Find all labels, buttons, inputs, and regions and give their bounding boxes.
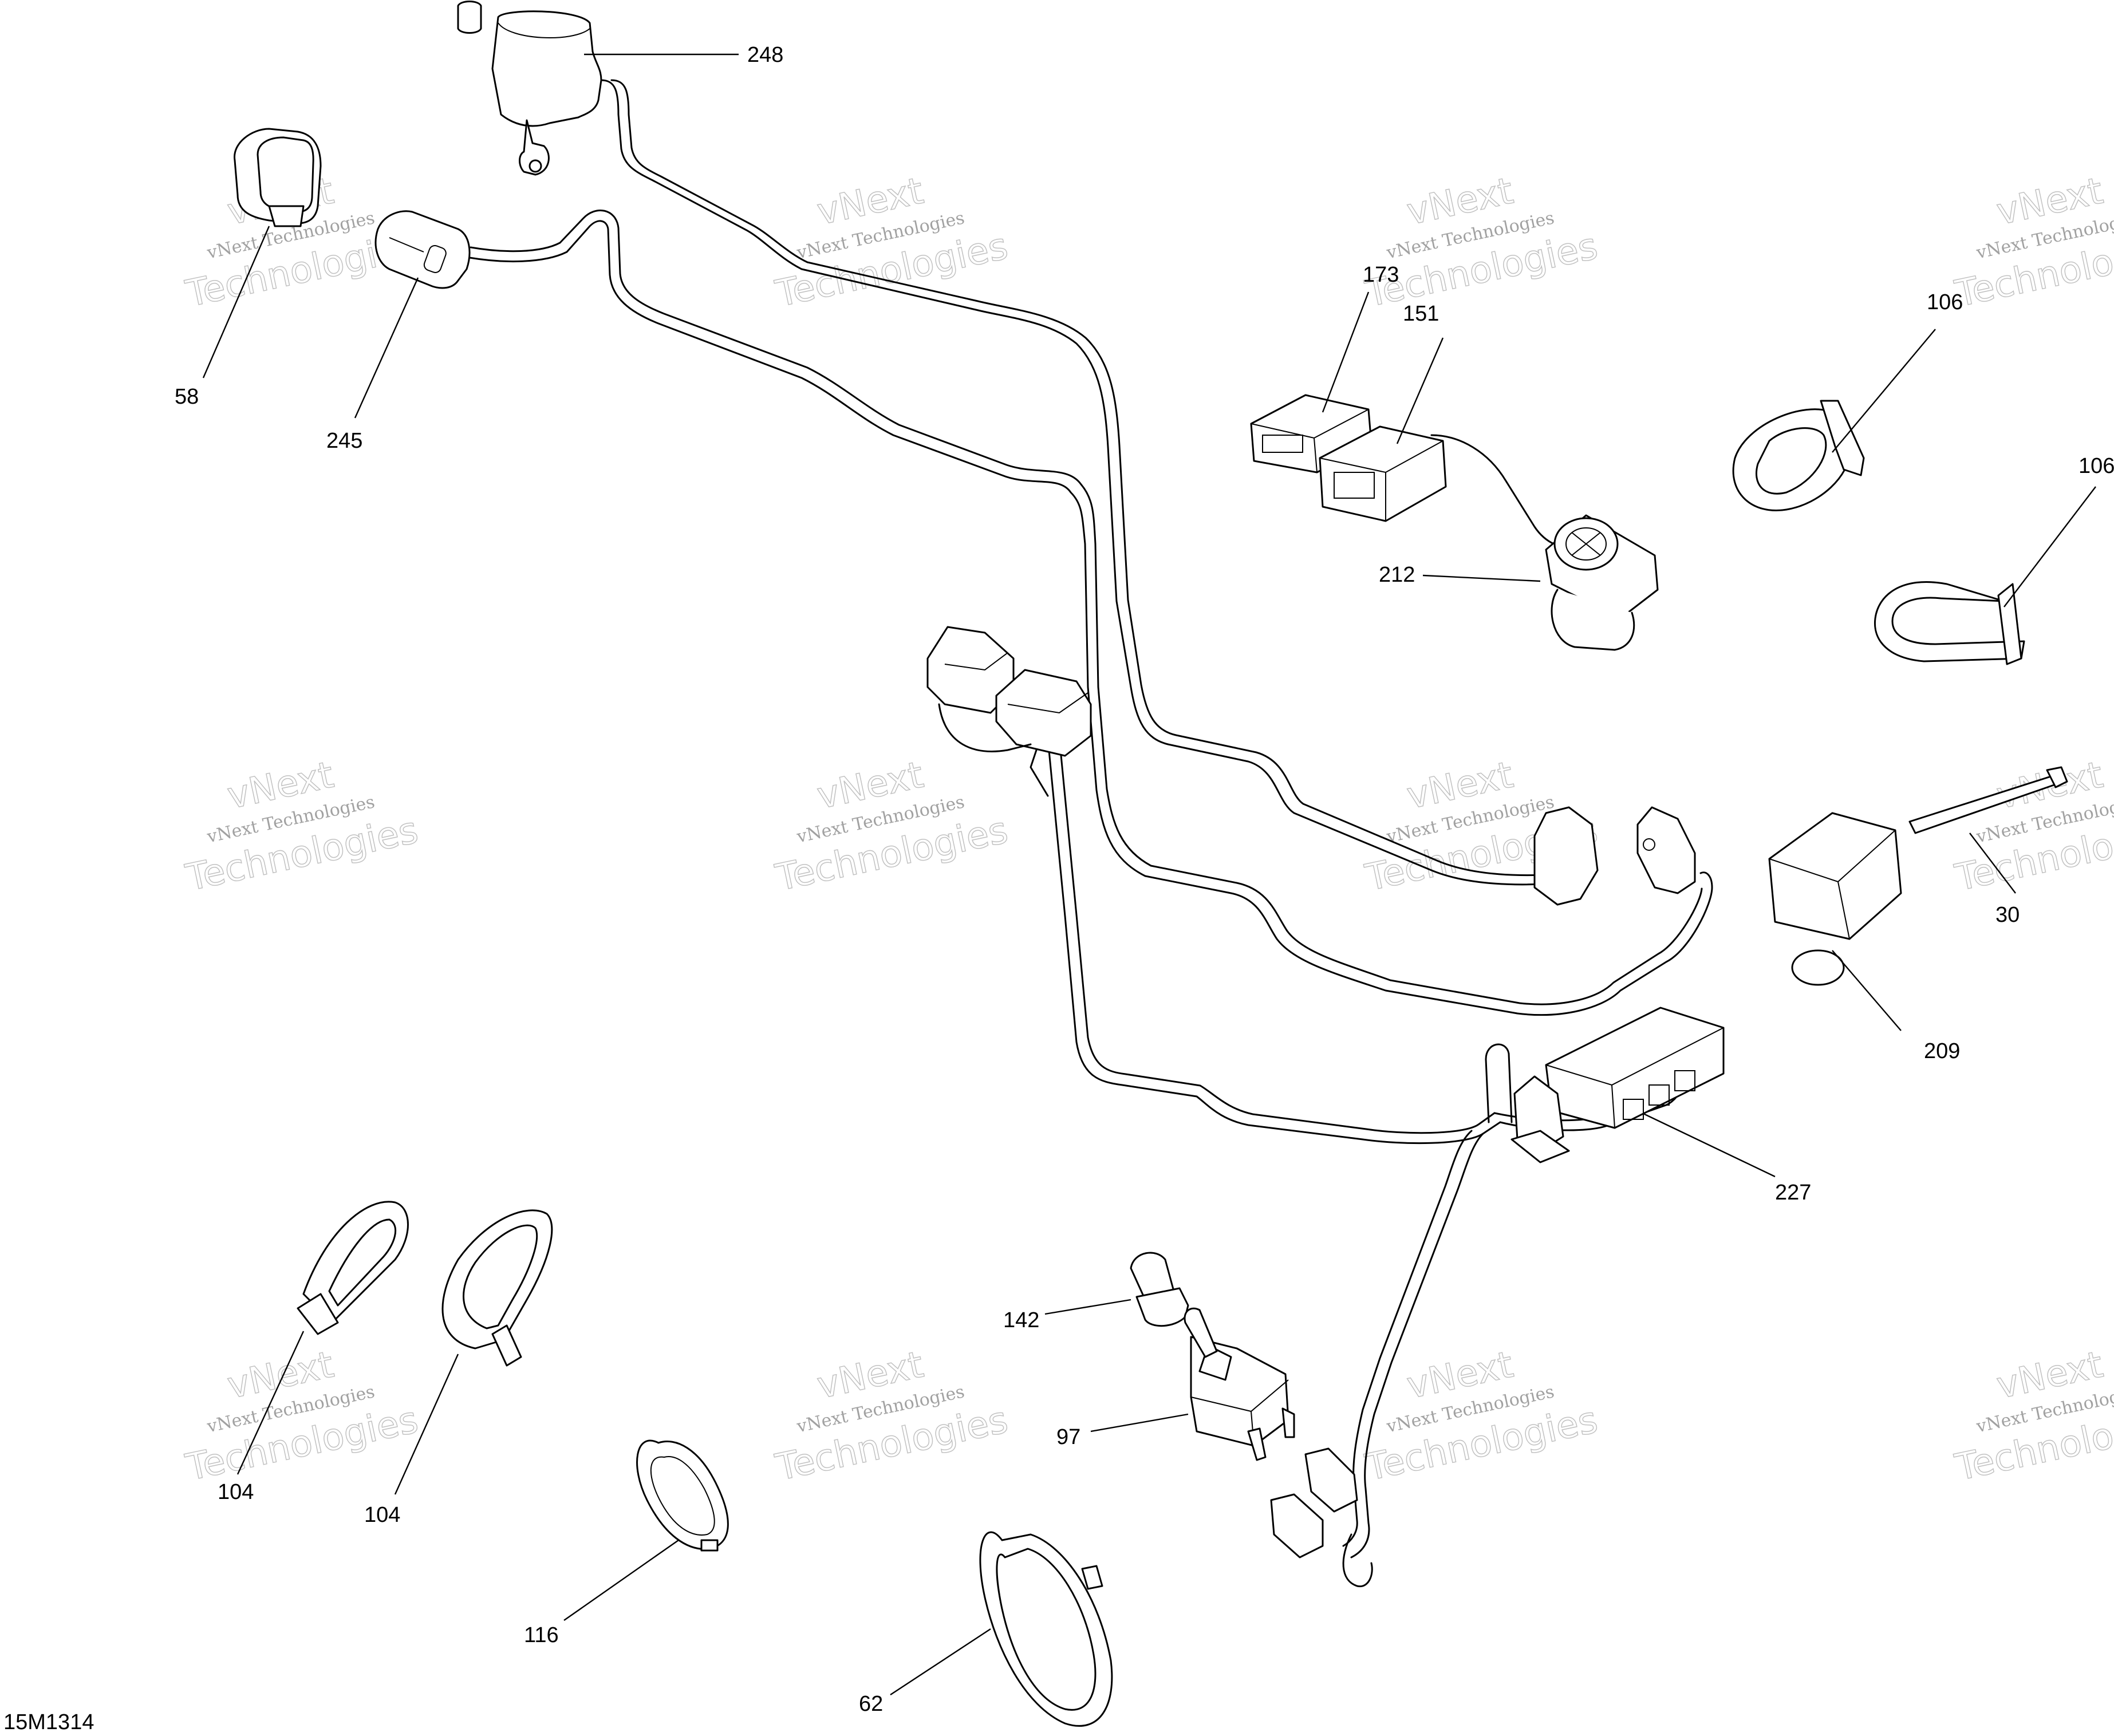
- watermark: vNext vNext Technologies Technologies: [1361, 169, 1602, 316]
- part-212-socket: [1545, 514, 1659, 651]
- indicator-lamp-icon: [1130, 1252, 1175, 1301]
- part-104-tie-a: [297, 1201, 409, 1335]
- callout-209: 209: [1924, 1039, 1960, 1063]
- connector-icon: [1636, 806, 1696, 894]
- watermark: vNext vNext Technologies Technologies: [1361, 1343, 1602, 1490]
- connector-right-pair: [1533, 806, 1696, 906]
- connector-icon: [1533, 806, 1599, 906]
- callout-58: 58: [175, 385, 199, 409]
- callout-62: 62: [859, 1692, 883, 1716]
- connector-icon: [1319, 425, 1447, 522]
- part-97-toggle: [1184, 1307, 1295, 1461]
- part-106-tie-b: [1874, 581, 2025, 665]
- watermark: vNext vNext Technologies Technologies: [771, 1343, 1012, 1490]
- watermark: vNext vNext Technologies Technologies: [1951, 169, 2114, 316]
- connector-under-module: [1510, 1075, 1570, 1163]
- start-button-icon: [374, 210, 471, 289]
- watermark: vNext vNext Technologies Technologies: [771, 169, 1012, 316]
- callout-245: 245: [326, 429, 362, 453]
- callout-104-a: 104: [218, 1480, 254, 1504]
- callout-106-a: 106: [1927, 290, 1963, 314]
- harness-wires: [468, 79, 1713, 1559]
- holder-icon: [1768, 812, 1902, 940]
- cable-tie-icon: [302, 1201, 409, 1324]
- part-209-holder: [1768, 812, 1902, 986]
- callout-116: 116: [524, 1623, 559, 1647]
- connector-pair: [926, 626, 1092, 797]
- callout-30: 30: [1995, 903, 2020, 927]
- part-106-tie-a: [1732, 400, 1865, 511]
- callout-248: 248: [747, 43, 783, 67]
- callout-106-b: 106: [2078, 454, 2114, 478]
- callout-97: 97: [1056, 1425, 1080, 1449]
- part-104-tie-b: [441, 1209, 553, 1367]
- watermark: vNext vNext Technologies Technologies: [182, 1343, 422, 1490]
- part-142-lamp: [1130, 1252, 1189, 1327]
- part-116-grommet: [636, 1439, 729, 1552]
- connector-icon: [995, 669, 1092, 757]
- control-module-icon: [1545, 1007, 1725, 1129]
- part-151-connector: [1319, 425, 1576, 549]
- callout-212: 212: [1379, 563, 1415, 587]
- callout-142: 142: [1003, 1308, 1039, 1332]
- watermark: vNext vNext Technologies Technologies: [1951, 1343, 2114, 1490]
- watermark: vNext vNext Technologies Technologies: [182, 753, 422, 900]
- callout-173: 173: [1363, 263, 1399, 287]
- cable-tie-icon: [979, 1531, 1113, 1727]
- part-62-tie: [979, 1531, 1113, 1727]
- watermark: vNext vNext Technologies Technologies: [1951, 753, 2114, 900]
- callout-227: 227: [1775, 1181, 1811, 1205]
- callout-104-b: 104: [364, 1503, 400, 1527]
- grommet-icon: [636, 1439, 729, 1550]
- push-button-switch-icon: [491, 10, 602, 127]
- connector-icon: [1304, 1447, 1358, 1513]
- cable-tie-icon: [1732, 408, 1851, 511]
- part-30-bolt: [1908, 766, 2068, 834]
- callout-labels: 248 58 245 173 151 106 106 212 30 209 22…: [175, 43, 2114, 1716]
- part-245-start-button: [374, 210, 471, 289]
- callout-151: 151: [1403, 302, 1439, 326]
- part-58-clamp: [234, 128, 322, 227]
- figure-code: 15M1314: [3, 1710, 94, 1734]
- watermark: vNext vNext Technologies Technologies: [771, 753, 1012, 900]
- cable-tie-icon: [441, 1209, 553, 1350]
- connector-end-pair: [1270, 1447, 1373, 1588]
- part-248-switch: [457, 1, 602, 176]
- part-227-module: [1545, 1007, 1725, 1129]
- connector-icon: [1270, 1493, 1324, 1559]
- leader-lines: [202, 53, 2096, 1696]
